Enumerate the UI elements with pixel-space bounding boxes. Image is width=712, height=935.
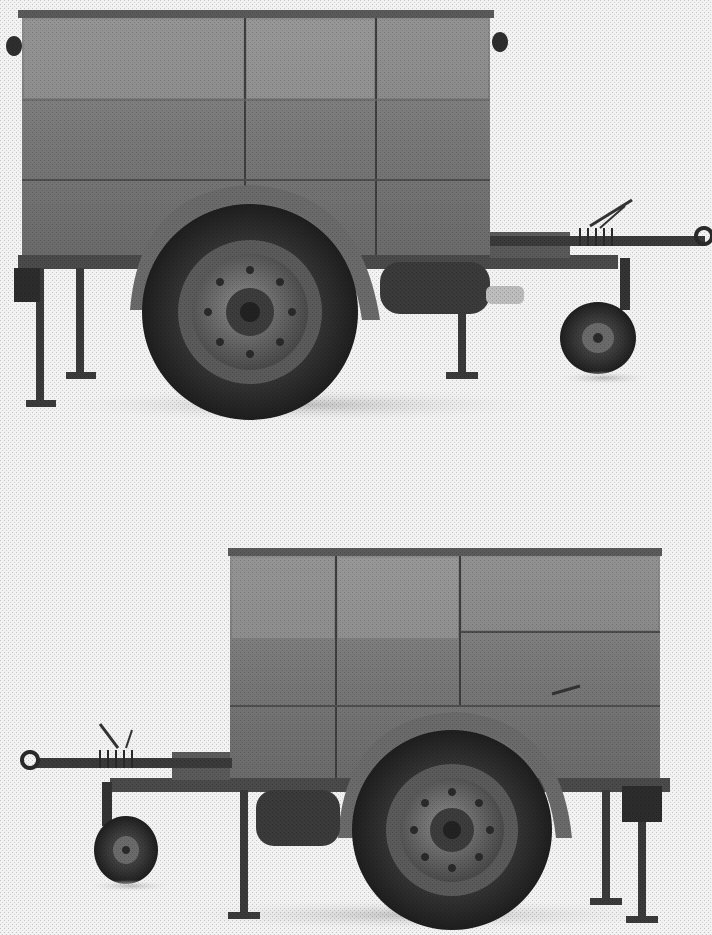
side-lamp-icon [6,36,22,56]
side-lamp-icon [492,32,508,52]
drawbar [36,758,232,768]
drawbar [490,236,705,246]
exhaust-pipe [486,286,524,304]
